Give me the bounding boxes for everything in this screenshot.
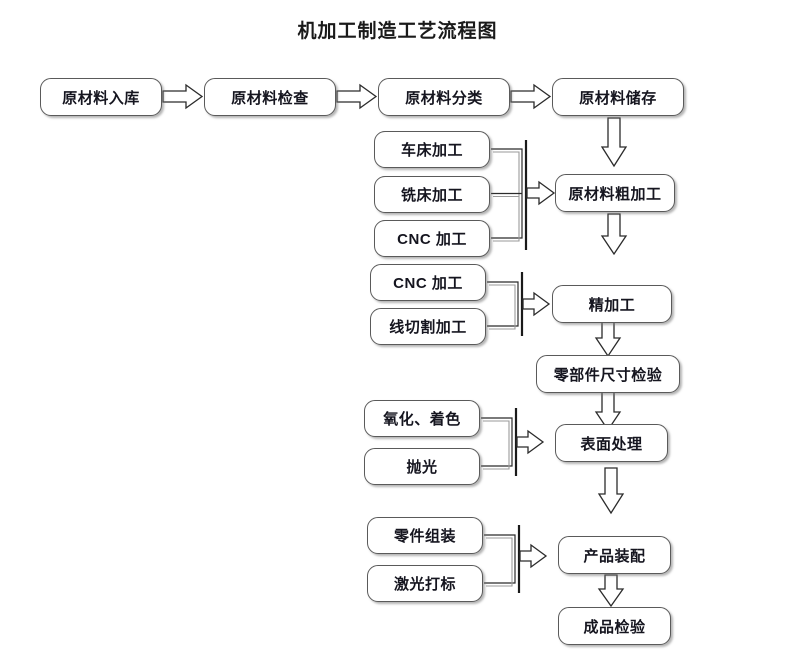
node-raw-material-inbound[interactable]: 原材料入库	[40, 78, 162, 116]
node-label: 原材料粗加工	[568, 185, 662, 203]
node-oxidation-coloring[interactable]: 氧化、着色	[364, 400, 480, 437]
node-label: CNC 加工	[397, 231, 467, 248]
node-label: 精加工	[588, 296, 636, 314]
node-label: 车床加工	[400, 142, 463, 159]
node-label: 原材料储存	[579, 89, 657, 107]
node-label: 表面处理	[580, 435, 643, 453]
arrow-n4-n5	[600, 117, 628, 168]
node-wire-cutting[interactable]: 线切割加工	[370, 308, 486, 345]
arrow-n9-n10	[597, 574, 625, 608]
node-raw-material-storage[interactable]: 原材料储存	[552, 78, 684, 116]
node-label: 零部件尺寸检验	[553, 366, 663, 384]
node-product-assembly[interactable]: 产品装配	[558, 536, 671, 574]
node-polishing[interactable]: 抛光	[364, 448, 480, 485]
node-milling-machining[interactable]: 铣床加工	[374, 176, 490, 213]
node-label: 成品检验	[583, 618, 646, 636]
node-label: 激光打标	[393, 576, 456, 593]
arrow-n2-n3	[336, 83, 378, 110]
node-label: CNC 加工	[393, 275, 463, 292]
node-surface-treatment[interactable]: 表面处理	[555, 424, 668, 462]
merge-connector-assembly	[484, 525, 548, 593]
page-title: 机加工制造工艺流程图	[297, 21, 498, 42]
node-lathe-machining[interactable]: 车床加工	[374, 131, 490, 168]
arrow-n1-n2	[162, 83, 204, 110]
node-part-assembly[interactable]: 零件组装	[367, 517, 483, 554]
node-cnc-machining-finish[interactable]: CNC 加工	[370, 264, 486, 301]
node-label: 铣床加工	[400, 187, 463, 204]
node-label: 产品装配	[583, 547, 646, 565]
node-label: 抛光	[406, 459, 438, 476]
node-label: 线切割加工	[389, 319, 467, 336]
node-raw-material-inspection[interactable]: 原材料检查	[204, 78, 336, 116]
node-label: 零件组装	[393, 528, 456, 545]
merge-connector-rough	[491, 140, 556, 250]
node-raw-material-rough-machining[interactable]: 原材料粗加工	[555, 174, 675, 212]
arrow-n5-n6	[600, 213, 628, 256]
node-label: 原材料入库	[62, 89, 140, 107]
node-laser-marking[interactable]: 激光打标	[367, 565, 483, 602]
node-label: 原材料分类	[405, 89, 483, 107]
arrow-n8-n9	[597, 467, 625, 515]
node-label: 原材料检查	[231, 89, 309, 107]
arrow-n3-n4	[510, 83, 552, 110]
node-raw-material-classify[interactable]: 原材料分类	[378, 78, 510, 116]
merge-connector-finish	[487, 272, 551, 336]
merge-connector-surface	[481, 408, 545, 476]
node-final-product-inspection[interactable]: 成品检验	[558, 607, 671, 645]
node-part-dimension-inspection[interactable]: 零部件尺寸检验	[536, 355, 680, 393]
node-label: 氧化、着色	[383, 411, 461, 428]
node-finish-machining[interactable]: 精加工	[552, 285, 672, 323]
node-cnc-machining-rough[interactable]: CNC 加工	[374, 220, 490, 257]
